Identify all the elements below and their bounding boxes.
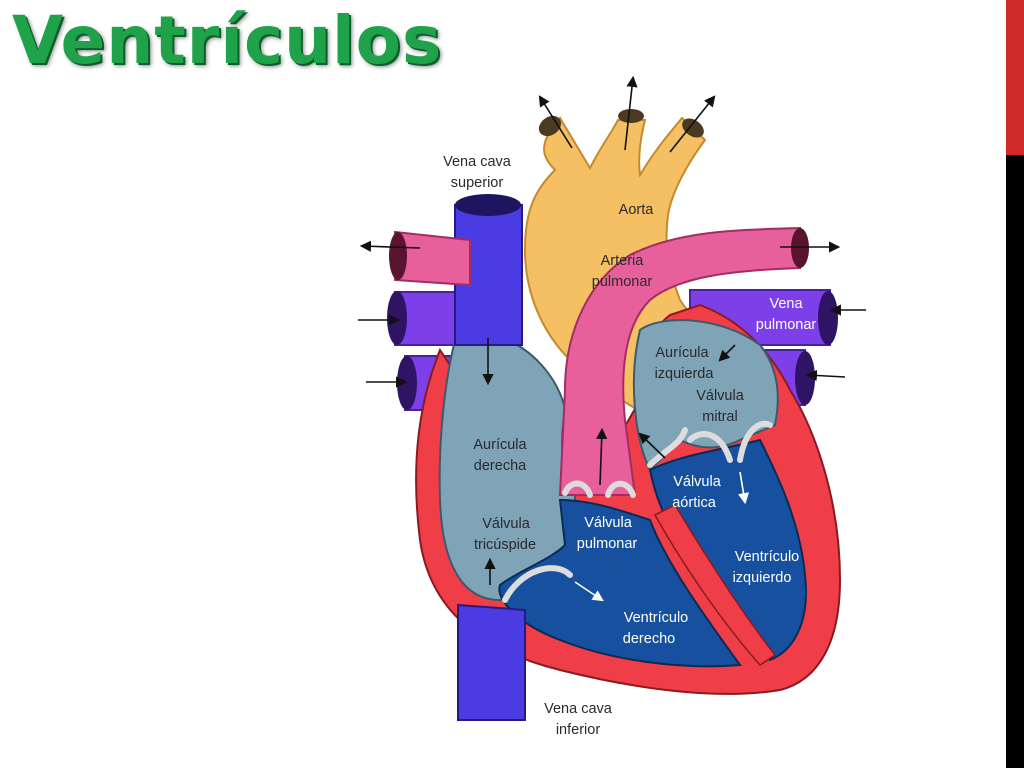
label-auricula-derecha-2: derecha	[474, 458, 527, 474]
label-valvula-tricuspide-1: Válvula	[482, 516, 530, 532]
label-arteria-pulmonar-2: pulmonar	[592, 274, 653, 290]
label-ventriculo-derecho-1: Ventrículo	[624, 610, 689, 626]
slide-edge-black-bar	[1006, 155, 1024, 768]
left-atrium	[632, 319, 779, 472]
label-aorta: Aorta	[619, 202, 655, 218]
label-valvula-aortica-1: Válvula	[673, 474, 721, 490]
label-valvula-tricuspide-2: tricúspide	[474, 537, 536, 553]
label-arteria-pulmonar-1: Arteria	[601, 253, 645, 269]
flow-arrows-white	[574, 471, 750, 602]
slide-edge-red-bar	[1006, 0, 1024, 155]
label-ventriculo-izquierdo-1: Ventrículo	[735, 549, 800, 565]
label-vena-cava-inferior-2: inferior	[556, 722, 600, 738]
label-auricula-izquierda-1: Aurícula	[655, 345, 709, 361]
septum	[653, 504, 777, 666]
right-ventricle	[498, 498, 742, 668]
label-ventriculo-derecho-2: derecho	[623, 631, 675, 647]
label-vena-cava-superior-1: Vena cava	[443, 154, 512, 170]
flow-arrows	[358, 75, 866, 585]
label-auricula-derecha-1: Aurícula	[473, 437, 527, 453]
label-valvula-aortica-2: aórtica	[672, 495, 716, 511]
label-auricula-izquierda-2: izquierda	[655, 366, 715, 382]
pulmonary-artery	[389, 226, 809, 496]
label-valvula-pulmonar-2: pulmonar	[577, 536, 638, 552]
label-vena-pulmonar-1: Vena	[769, 296, 803, 312]
label-valvula-mitral-1: Válvula	[696, 388, 744, 404]
label-vena-cava-superior-2: superior	[451, 175, 504, 191]
label-ventriculo-izquierdo-2: izquierdo	[733, 570, 792, 586]
label-valvula-mitral-2: mitral	[702, 409, 737, 425]
diagram-labels: Vena cava superior Aorta Arteria pulmona…	[443, 154, 816, 738]
slide-title: Ventrículos	[12, 2, 443, 79]
vena-cava	[454, 194, 526, 721]
label-valvula-pulmonar-1: Válvula	[584, 515, 632, 531]
label-vena-pulmonar-2: pulmonar	[756, 317, 817, 333]
valves	[502, 420, 773, 603]
label-vena-cava-inferior-1: Vena cava	[544, 701, 613, 717]
